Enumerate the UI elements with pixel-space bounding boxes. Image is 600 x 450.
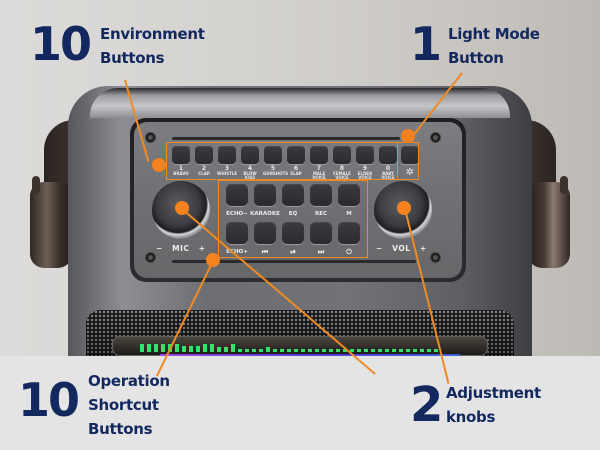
echo-plus-label: ECHO+ <box>226 249 248 255</box>
speaker-top-edge <box>90 88 510 118</box>
screw-icon <box>430 252 441 263</box>
karaoke-label: KARAOKE <box>250 211 280 217</box>
env-button-6[interactable] <box>287 146 305 164</box>
right-handle-cap <box>528 182 570 268</box>
light-mode-marker-dot <box>401 129 415 143</box>
screw-icon <box>430 132 441 143</box>
environment-highlight-box <box>166 142 398 180</box>
env-button-8[interactable] <box>333 146 351 164</box>
mic-knob-marker-dot <box>175 201 189 215</box>
screw-icon <box>145 252 156 263</box>
light-mode-count: 1 <box>410 17 442 71</box>
previous-button[interactable] <box>254 222 276 244</box>
eq-button[interactable] <box>282 184 304 206</box>
light-mode-title: Light Mode Button <box>448 25 540 67</box>
mode-button[interactable] <box>338 184 360 206</box>
environment-marker-dot <box>152 158 166 172</box>
rec-label: REC <box>314 211 328 217</box>
operation-marker-dot <box>206 253 220 267</box>
light-mode-button[interactable] <box>401 146 419 164</box>
next-icon: ⏭ <box>317 248 325 256</box>
left-handle-cap <box>30 182 72 268</box>
power-icon: ⏻ <box>346 248 352 256</box>
rec-button[interactable] <box>310 184 332 206</box>
bottom-slot <box>172 260 416 263</box>
light-mode-highlight-box <box>397 142 419 180</box>
env-button-5[interactable] <box>264 146 282 164</box>
power-button[interactable] <box>338 222 360 244</box>
left-strap-lug <box>32 176 40 194</box>
next-button[interactable] <box>310 222 332 244</box>
operation-count: 10 <box>18 373 80 427</box>
env-button-3[interactable] <box>218 146 236 164</box>
mode-label: M <box>346 211 352 217</box>
right-strap-lug <box>560 176 568 194</box>
play-pause-button[interactable] <box>282 222 304 244</box>
karaoke-button[interactable] <box>254 184 276 206</box>
previous-icon: ⏮ <box>261 248 269 256</box>
env-button-2[interactable] <box>195 146 213 164</box>
echo-minus-button[interactable] <box>226 184 248 206</box>
light-icon: ✲ <box>405 167 415 178</box>
env-button-7[interactable] <box>310 146 328 164</box>
vol-knob-marker-dot <box>397 201 411 215</box>
environment-title: Environment Buttons <box>100 25 205 67</box>
eq-label: EQ <box>288 211 298 217</box>
adjustment-title: Adjustment knobs <box>446 384 541 426</box>
operation-highlight-box <box>218 180 368 258</box>
adjustment-count: 2 <box>410 377 443 433</box>
caption-band <box>0 356 600 450</box>
echo-plus-button[interactable] <box>226 222 248 244</box>
eq-bars <box>140 342 438 352</box>
env-button-9[interactable] <box>356 146 374 164</box>
play-pause-icon: ⏯ <box>290 248 296 256</box>
top-slot <box>172 137 400 140</box>
environment-count: 10 <box>30 17 92 71</box>
operation-title: Operation Shortcut Buttons <box>88 372 170 438</box>
env-button-0[interactable] <box>379 146 397 164</box>
env-button-1[interactable] <box>172 146 190 164</box>
mic-knob-label: − MIC + <box>156 244 206 253</box>
echo-minus-label: ECHO− <box>226 211 248 217</box>
vol-knob-label: − VOL + <box>376 244 427 253</box>
screw-icon <box>145 132 156 143</box>
led-glow <box>160 354 460 357</box>
env-button-4[interactable] <box>241 146 259 164</box>
